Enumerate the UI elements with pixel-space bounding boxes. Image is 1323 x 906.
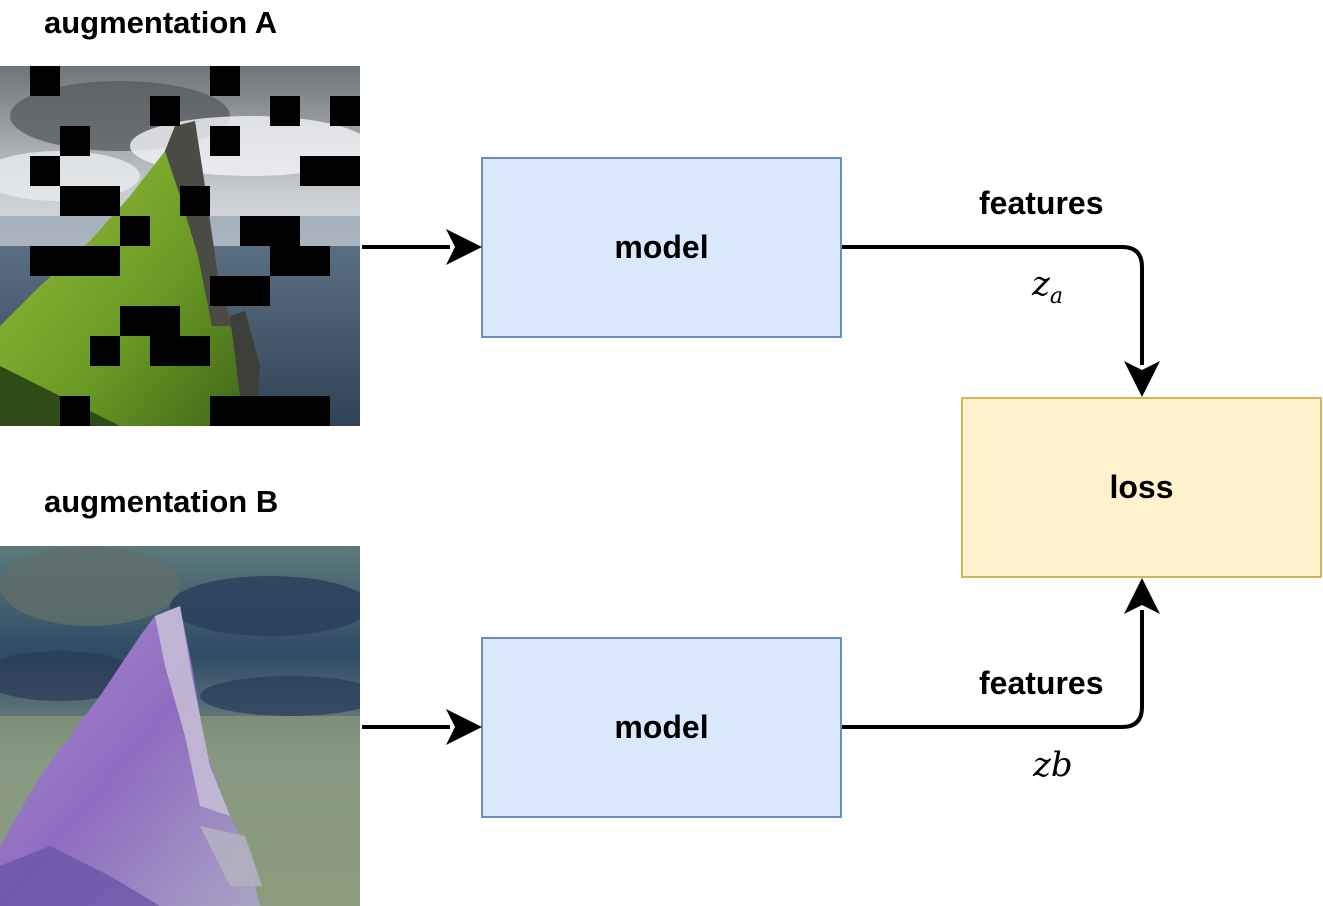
augmentation-b-image: [0, 546, 360, 906]
model-box-a: model: [481, 157, 842, 338]
edge-a-features-label: features: [979, 185, 1104, 221]
arrow-model-a-to-loss: [842, 245, 1144, 365]
edge-b-variable: zb: [1033, 745, 1073, 785]
arrowhead-model-b-input: [446, 709, 482, 745]
loss-box: loss: [961, 397, 1322, 578]
edge-a-variable: za: [1032, 267, 1063, 308]
arrowhead-loss-top: [1124, 361, 1160, 397]
augmentation-a-title: augmentation A: [44, 5, 278, 40]
edge-a-var: z: [1032, 264, 1050, 304]
model-box-b: model: [481, 637, 842, 818]
model-b-label: model: [614, 709, 709, 745]
augmentation-a-image: [0, 66, 360, 426]
edge-b-features-label: features: [979, 665, 1104, 701]
loss-label: loss: [1109, 469, 1174, 505]
arrowhead-model-a-input: [446, 229, 482, 265]
augmentation-b-title: augmentation B: [44, 484, 279, 519]
arrowhead-loss-bottom: [1124, 578, 1160, 614]
model-a-label: model: [614, 229, 709, 265]
arrow-model-b-to-loss: [842, 610, 1144, 729]
edge-a-sub: a: [1049, 283, 1064, 309]
